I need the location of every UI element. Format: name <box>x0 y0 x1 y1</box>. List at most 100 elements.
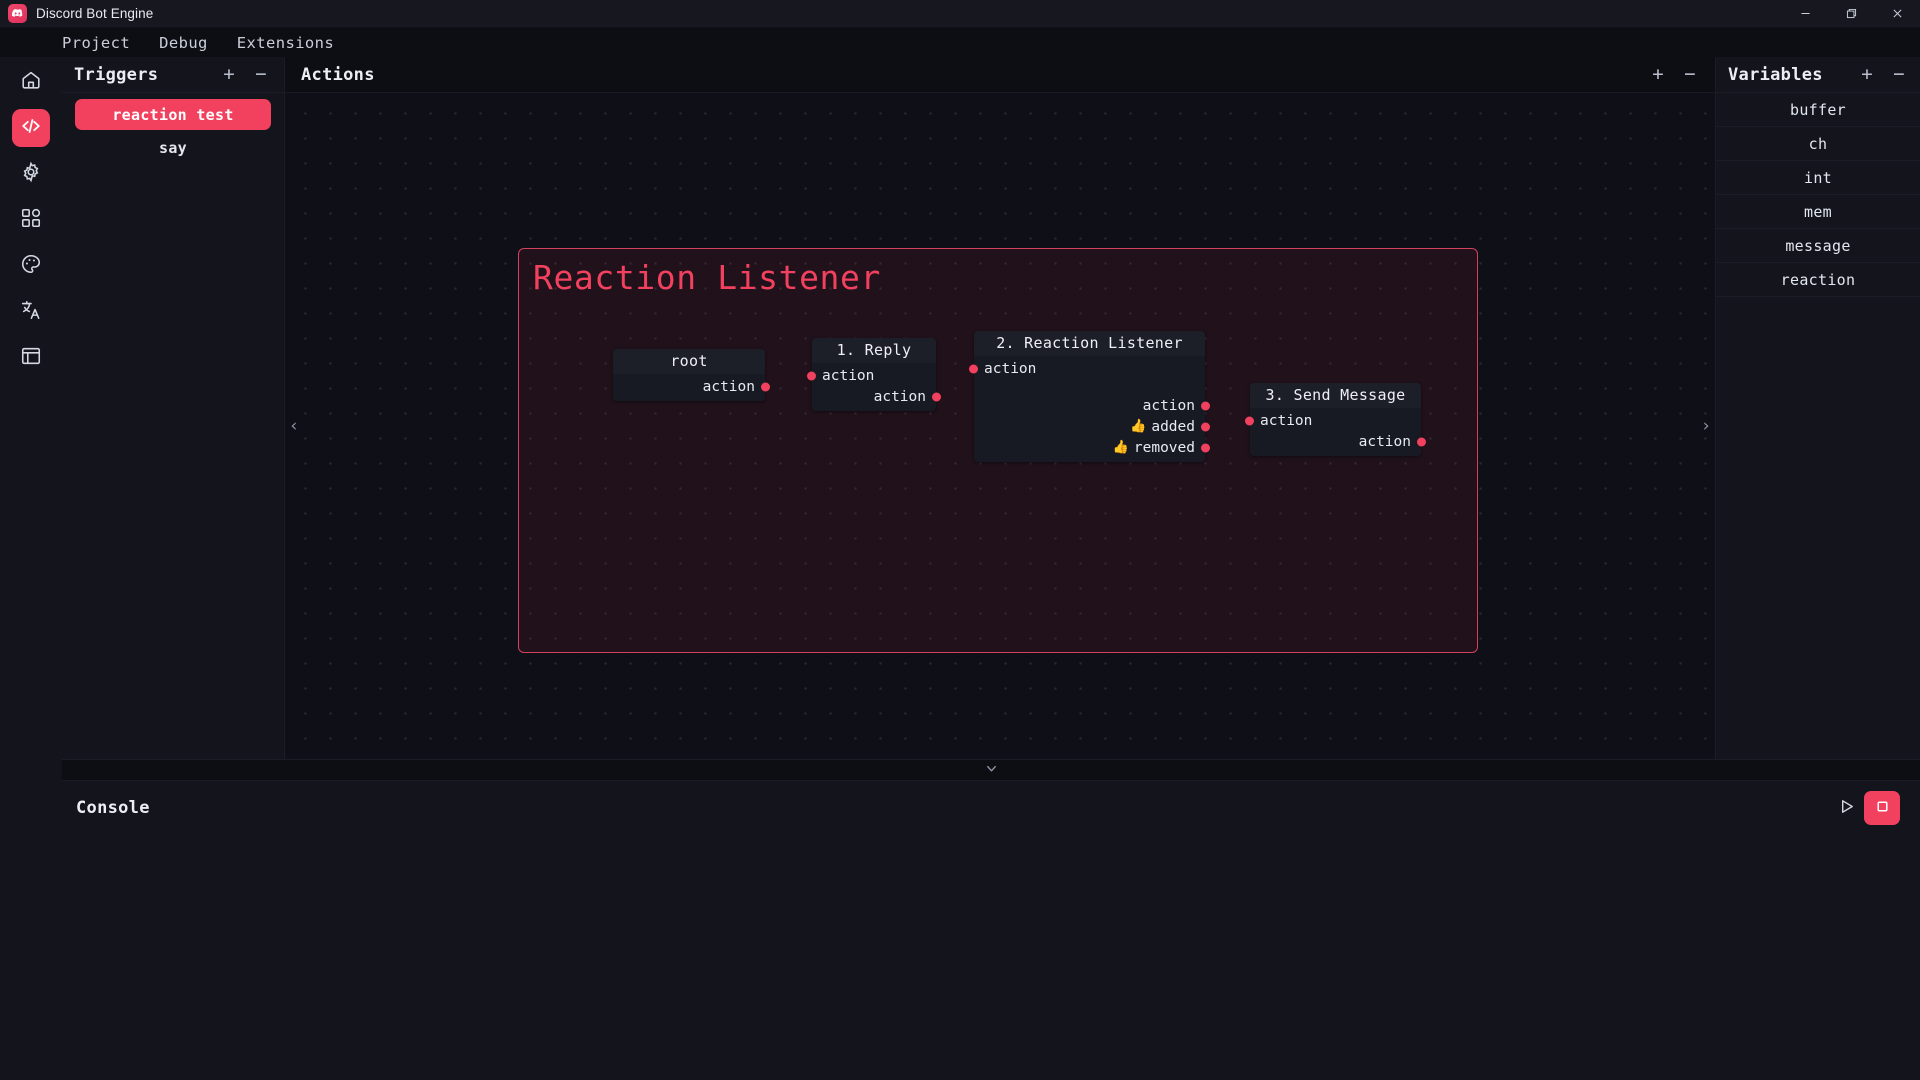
node-output-port[interactable]: action <box>812 386 941 407</box>
rail-item-code[interactable] <box>12 109 50 147</box>
palette-icon <box>20 253 42 279</box>
menu-item-extensions[interactable]: Extensions <box>236 33 335 52</box>
port-label: added <box>1151 418 1195 435</box>
rail-item-home[interactable] <box>12 63 50 101</box>
node-group-title: Reaction Listener <box>533 258 881 297</box>
trigger-item-reaction-test[interactable]: reaction test <box>75 99 271 130</box>
remove-action-button[interactable]: − <box>1684 63 1696 85</box>
remove-trigger-button[interactable]: − <box>255 63 267 85</box>
run-button[interactable] <box>1828 791 1864 825</box>
port-label: action <box>873 388 926 405</box>
port-dot[interactable] <box>761 382 770 391</box>
port-dot[interactable] <box>932 392 941 401</box>
menu-item-debug[interactable]: Debug <box>159 33 208 52</box>
node-output-port[interactable]: action <box>1250 431 1426 452</box>
port-dot[interactable] <box>1245 416 1254 425</box>
node-reaction-listener[interactable]: 2. Reaction Listener action action <box>969 331 1210 462</box>
variable-item-int[interactable]: int <box>1716 161 1920 195</box>
console-resize-handle[interactable] <box>62 759 1920 780</box>
translate-icon <box>20 299 42 325</box>
node-ports: action action 👍 added <box>969 356 1210 462</box>
port-dot[interactable] <box>1201 422 1210 431</box>
node-output-port-added[interactable]: 👍 added <box>974 416 1210 437</box>
node-canvas-wrapper[interactable]: ‹ › Reaction Listener root <box>285 93 1715 759</box>
trigger-item-say[interactable]: say <box>159 138 187 157</box>
node-ports: action action <box>1245 408 1426 456</box>
triggers-header: Triggers + − <box>62 57 284 93</box>
remove-variable-button[interactable]: − <box>1893 63 1905 85</box>
add-variable-button[interactable]: + <box>1861 63 1873 85</box>
node-output-port-removed[interactable]: 👍 removed <box>974 437 1210 458</box>
node-root[interactable]: root action <box>613 349 770 401</box>
collapse-right-panel-button[interactable]: › <box>1700 416 1712 436</box>
play-icon <box>1837 797 1856 820</box>
node-output-port[interactable]: action <box>613 376 770 397</box>
triggers-panel: Triggers + − reaction test say <box>62 57 285 759</box>
rail-item-library[interactable] <box>12 339 50 377</box>
variable-item-buffer[interactable]: buffer <box>1716 93 1920 127</box>
node-send-message[interactable]: 3. Send Message action action <box>1245 383 1426 456</box>
minimize-button[interactable] <box>1782 0 1828 28</box>
port-dot[interactable] <box>807 371 816 380</box>
node-ports: action <box>613 374 770 401</box>
port-dot[interactable] <box>1201 443 1210 452</box>
node-output-port-action[interactable]: action <box>974 395 1210 416</box>
node-input-port[interactable]: action <box>969 358 1205 379</box>
port-dot[interactable] <box>969 364 978 373</box>
menu-item-project[interactable]: Project <box>62 33 131 52</box>
stop-button[interactable] <box>1864 791 1900 825</box>
code-icon <box>20 115 42 141</box>
add-action-button[interactable]: + <box>1652 63 1664 85</box>
variable-item-reaction[interactable]: reaction <box>1716 263 1920 297</box>
port-dot[interactable] <box>1201 401 1210 410</box>
blocks-icon <box>20 207 42 233</box>
variable-item-ch[interactable]: ch <box>1716 127 1920 161</box>
editor-panes: Triggers + − reaction test say Actions +… <box>62 57 1920 759</box>
port-label: action <box>1260 412 1313 429</box>
gear-icon <box>20 161 42 187</box>
actions-panel: Actions + − ‹ › Reaction Listener <box>285 57 1715 759</box>
console-panel: Console <box>62 780 1920 1080</box>
node-input-port[interactable]: action <box>1245 410 1421 431</box>
console-title: Console <box>76 798 150 818</box>
maximize-button[interactable] <box>1828 0 1874 28</box>
chevron-down-icon <box>984 761 999 780</box>
collapse-left-panel-button[interactable]: ‹ <box>288 416 300 436</box>
variables-panel: Variables + − buffer ch int mem message … <box>1715 57 1920 759</box>
node-reply[interactable]: 1. Reply action action <box>807 338 941 411</box>
node-input-port[interactable]: action <box>807 365 936 386</box>
node-title: 1. Reply <box>812 338 936 363</box>
variables-header: Variables + − <box>1716 57 1920 93</box>
node-title: 2. Reaction Listener <box>974 331 1205 356</box>
rail-item-extensions[interactable] <box>12 201 50 239</box>
activity-rail <box>0 57 62 1080</box>
title-bar: Discord Bot Engine <box>0 0 1920 28</box>
port-label: action <box>1358 433 1411 450</box>
rail-item-theme[interactable] <box>12 247 50 285</box>
console-output[interactable] <box>62 835 1920 1080</box>
port-dot[interactable] <box>1417 437 1426 446</box>
trigger-list: reaction test say <box>62 93 284 163</box>
app-brand: Discord Bot Engine <box>0 4 153 23</box>
variable-list: buffer ch int mem message reaction <box>1716 93 1920 297</box>
port-label: action <box>822 367 875 384</box>
port-label: action <box>702 378 755 395</box>
console-header: Console <box>62 781 1920 835</box>
node-title: root <box>613 349 765 374</box>
thumbs-up-icon: 👍 <box>1130 419 1147 434</box>
rail-item-settings[interactable] <box>12 155 50 193</box>
add-trigger-button[interactable]: + <box>223 63 235 85</box>
variable-item-message[interactable]: message <box>1716 229 1920 263</box>
stop-icon <box>1873 797 1892 820</box>
variables-title: Variables <box>1728 64 1823 85</box>
port-label: removed <box>1133 439 1195 456</box>
menu-bar: Project Debug Extensions <box>0 28 1920 57</box>
actions-header: Actions + − <box>285 57 1715 93</box>
discord-icon <box>8 4 27 23</box>
close-button[interactable] <box>1874 0 1920 28</box>
node-ports: action action <box>807 363 941 411</box>
variable-item-mem[interactable]: mem <box>1716 195 1920 229</box>
node-title: 3. Send Message <box>1250 383 1421 408</box>
rail-item-language[interactable] <box>12 293 50 331</box>
main-area: Triggers + − reaction test say Actions +… <box>0 57 1920 1080</box>
